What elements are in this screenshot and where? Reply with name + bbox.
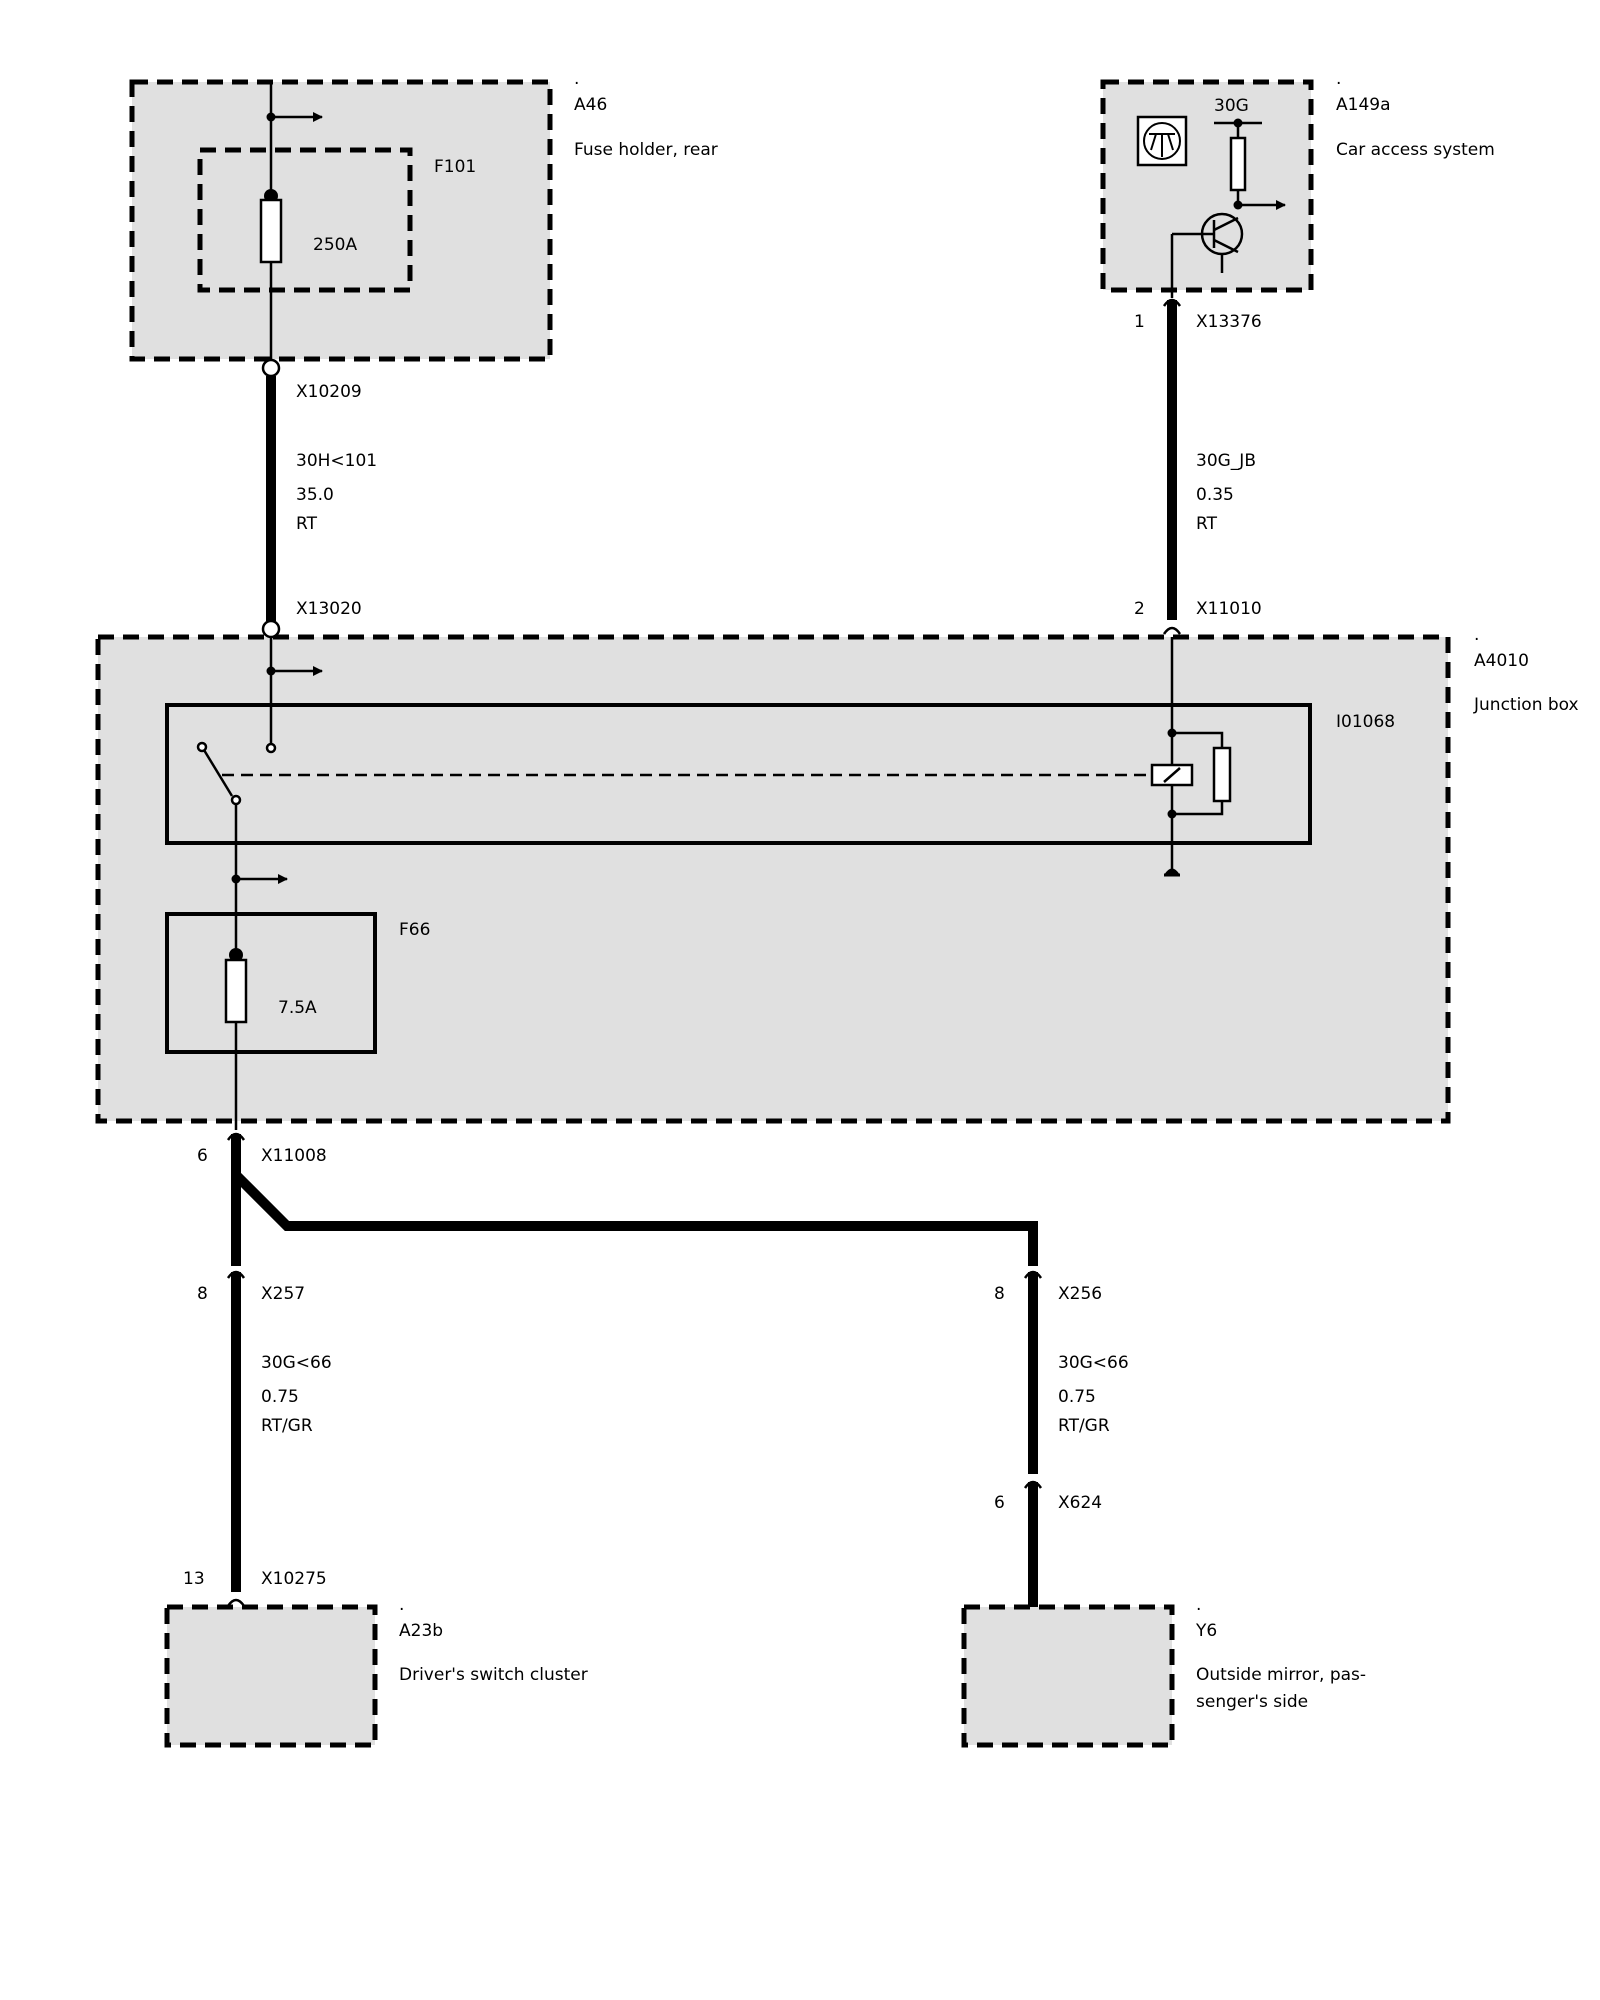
x10275-id: X10275 (261, 1569, 327, 1589)
x10275-pin-mark (226, 1598, 246, 1607)
wire-30g-66-y6-signal: 30G<66 (1058, 1353, 1129, 1373)
y6-box (961, 1604, 1175, 1748)
a149a-transistor-icon (1143, 122, 1181, 160)
y6-name-line2: senger's side (1196, 1692, 1308, 1712)
x13020-id: X13020 (296, 599, 362, 619)
relay-switch-blade (202, 749, 234, 797)
outside-mirror-y6: . Y6 Outside mirror, pas- senger's side (961, 1595, 1366, 1748)
x624-pin: 6 (994, 1493, 1005, 1513)
f101-box (197, 147, 413, 293)
a4010-name: Junction box (1473, 695, 1579, 715)
x624-id: X624 (1058, 1493, 1102, 1513)
a4010-id: A4010 (1474, 651, 1529, 671)
x11008-pin: 6 (197, 1146, 208, 1166)
i01068-relay-box (165, 703, 1312, 845)
wire-30g-66-y6-color: RT/GR (1058, 1416, 1110, 1436)
relay-contact-top (265, 742, 277, 754)
y6-id: Y6 (1195, 1621, 1217, 1641)
x11010-pin: 2 (1134, 599, 1145, 619)
a46-id: A46 (574, 95, 607, 115)
a46-name: Fuse holder, rear (574, 140, 718, 160)
a46-box (129, 79, 553, 362)
wire-30g-jb: 1 X13376 30G_JB 0.35 RT 2 X11010 (1134, 298, 1262, 635)
x256-id: X256 (1058, 1284, 1102, 1304)
f66-fuse-symbol (224, 958, 248, 1024)
a149a-output-transistor-icon (1170, 212, 1244, 298)
junction-box-a4010: . A4010 Junction box I01068 F66 7.5A (95, 619, 1579, 1130)
a23b-box (164, 1604, 378, 1748)
fuse-holder-a46: . A46 Fuse holder, rear F101 250A (129, 69, 718, 378)
y6-dot: . (1196, 1595, 1201, 1615)
wire-30g-66-a23b-color: RT/GR (261, 1416, 313, 1436)
x13376-id: X13376 (1196, 312, 1262, 332)
wire-30g-jb-color: RT (1196, 514, 1218, 534)
relay-contact-bottom (230, 794, 242, 806)
wire-30h-101-size: 35.0 (296, 485, 334, 505)
x256-pin: 8 (994, 1284, 1005, 1304)
x11010-pin-mark (1162, 626, 1182, 635)
a4010-box (95, 634, 1451, 1124)
a4010-dot: . (1474, 625, 1479, 645)
a149a-id: A149a (1336, 95, 1391, 115)
wire-30h-101-signal: 30H<101 (296, 451, 377, 471)
relay-coil-slash (1163, 767, 1181, 783)
a149a-resistor (1229, 136, 1247, 192)
x257-pin: 8 (197, 1284, 208, 1304)
wire-30g-66-a23b-size: 0.75 (261, 1387, 299, 1407)
f66-id: F66 (399, 920, 430, 940)
wire-30h-101-color: RT (296, 514, 318, 534)
wire-splice-to-x256 (232, 1171, 1038, 1266)
i01068-id: I01068 (1336, 712, 1395, 732)
x11008-id: X11008 (261, 1146, 327, 1166)
x257-id: X257 (261, 1284, 305, 1304)
a23b-id: A23b (399, 1621, 443, 1641)
relay-resistor (1212, 746, 1232, 803)
drivers-switch-cluster-a23b: . A23b Driver's switch cluster (164, 1595, 588, 1748)
wire-30g-jb-size: 0.35 (1196, 485, 1234, 505)
x10209-id: X10209 (296, 382, 362, 402)
x10275-pin: 13 (183, 1569, 205, 1589)
f66-top-dot (229, 948, 243, 962)
f66-box (165, 912, 377, 1054)
x13376-pin: 1 (1134, 312, 1145, 332)
f66-rating: 7.5A (278, 998, 317, 1018)
a149a-terminal-30g: 30G (1214, 96, 1249, 116)
x11010-id: X11010 (1196, 599, 1262, 619)
a23b-dot: . (399, 1595, 404, 1615)
a149a-box (1100, 79, 1314, 293)
a23b-name: Driver's switch cluster (399, 1665, 588, 1685)
wire-30g-66-y6-size: 0.75 (1058, 1387, 1096, 1407)
a46-dot: . (574, 69, 579, 89)
ground-icon (1164, 868, 1180, 877)
wire-30h-101: X10209 30H<101 35.0 RT X13020 (266, 376, 377, 621)
y6-name-line1: Outside mirror, pas- (1196, 1665, 1366, 1685)
a149a-dot: . (1336, 69, 1341, 89)
a149a-name: Car access system (1336, 140, 1495, 160)
f101-fuse-symbol (259, 198, 283, 264)
car-access-system-a149a: 30G . A149a Car access system (1100, 69, 1495, 298)
wire-splice-x11008: 6 X11008 (197, 1132, 1038, 1266)
x10209-terminal (261, 358, 281, 378)
wire-30g-jb-signal: 30G_JB (1196, 451, 1256, 471)
wire-30g-66-a23b-signal: 30G<66 (261, 1353, 332, 1373)
wire-30g-66-a23b: 8 X257 30G<66 0.75 RT/GR 13 X10275 (183, 1270, 332, 1607)
x13020-terminal (261, 619, 281, 639)
f101-rating: 250A (313, 235, 357, 255)
wire-30g-66-y6: 8 X256 30G<66 0.75 RT/GR 6 X624 (994, 1270, 1129, 1610)
relay-switch-pivot (196, 741, 208, 753)
f101-id: F101 (434, 157, 476, 177)
